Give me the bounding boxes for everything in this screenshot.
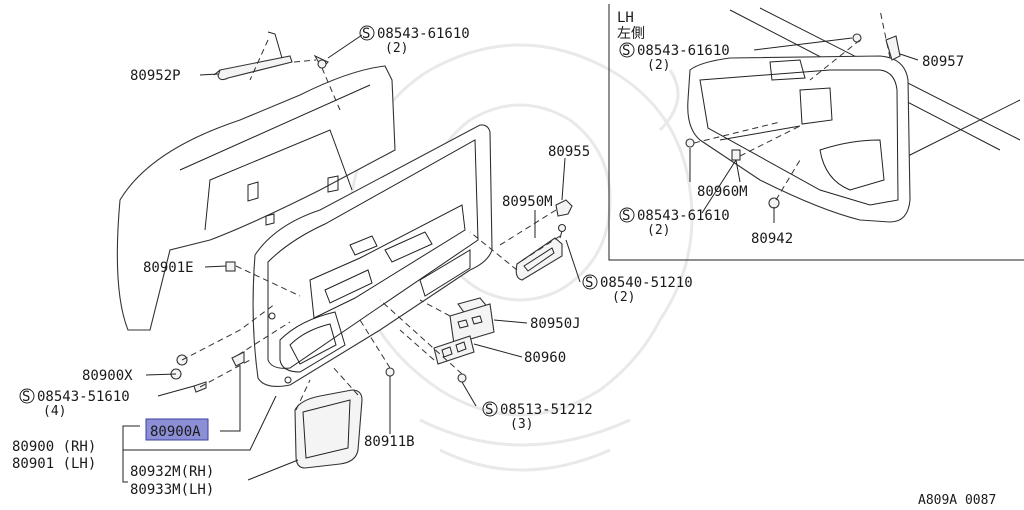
- screw-08540: [557, 223, 567, 239]
- svg-text:S: S: [485, 402, 493, 418]
- screw-08513: [457, 373, 467, 383]
- label-08543-51610-qty: (4): [43, 404, 66, 419]
- inset-parts: [685, 33, 901, 209]
- inset-assembly-lines: [693, 9, 891, 201]
- screw-symbols: S S S S S S: [19, 25, 635, 418]
- label-80957: 80957: [922, 54, 964, 70]
- label-80901E: 80901E: [143, 260, 194, 276]
- svg-text:S: S: [22, 389, 30, 405]
- svg-text:S: S: [585, 275, 593, 291]
- label-80942: 80942: [751, 231, 793, 247]
- label-80933M-lh: 80933M(LH): [130, 482, 214, 498]
- inset-panel-lh: [608, 4, 1024, 261]
- label-08540-51210: 08540-51210: [600, 275, 693, 291]
- switch-80960: [433, 335, 475, 365]
- label-08513-51212: 08513-51212: [500, 402, 593, 418]
- label-80952P: 80952P: [130, 68, 181, 84]
- clip-80955: [555, 199, 573, 217]
- label-80932M-rh: 80932M(RH): [130, 464, 214, 480]
- label-80955: 80955: [548, 144, 590, 160]
- switch-panel-80950J: [449, 297, 495, 345]
- highlight-80900A[interactable]: [145, 418, 209, 441]
- label-inset-08543-61610-a: 08543-61610: [637, 43, 730, 59]
- label-08543-61610-top: 08543-61610: [377, 26, 470, 42]
- inset-door-trim: [687, 55, 911, 223]
- leader-lines: [122, 34, 919, 483]
- switch-bezel-80950M: [515, 237, 563, 281]
- label-80950J: 80950J: [530, 316, 581, 332]
- figure-code: A809A 0087: [918, 493, 996, 508]
- svg-text:S: S: [622, 43, 630, 59]
- label-08543-51610: 08543-51610: [37, 389, 130, 405]
- screw-top: [313, 54, 329, 69]
- clip-80900A: [231, 351, 245, 367]
- label-inset-08543-61610-a-qty: (2): [647, 58, 670, 73]
- label-80960M: 80960M: [697, 184, 748, 200]
- label-80900-rh: 80900 (RH): [12, 439, 96, 455]
- label-80960: 80960: [524, 350, 566, 366]
- door-trim-panel: [252, 124, 493, 387]
- pocket-80932M: [294, 389, 363, 469]
- assembly-lines: [181, 39, 561, 411]
- label-08513-51212-qty: (3): [510, 417, 533, 432]
- door-shell: [116, 65, 396, 331]
- label-inset-08543-61610-b: 08543-61610: [637, 208, 730, 224]
- label-80900A[interactable]: 80900A: [150, 424, 201, 440]
- label-80900X: 80900X: [82, 368, 133, 384]
- inset-title-jp: 左側: [617, 26, 645, 42]
- label-80901-lh: 80901 (LH): [12, 456, 96, 472]
- label-inset-08543-61610-b-qty: (2): [647, 223, 670, 238]
- inset-title: LH: [617, 10, 634, 26]
- svg-text:S: S: [362, 26, 370, 42]
- label-08543-61610-top-qty: (2): [385, 41, 408, 56]
- label-80950M: 80950M: [502, 194, 553, 210]
- svg-text:S: S: [622, 208, 630, 224]
- label-80911B: 80911B: [364, 434, 415, 450]
- label-08540-51210-qty: (2): [612, 290, 635, 305]
- clip-80901E: [225, 261, 236, 272]
- clip-80911B: [385, 367, 395, 377]
